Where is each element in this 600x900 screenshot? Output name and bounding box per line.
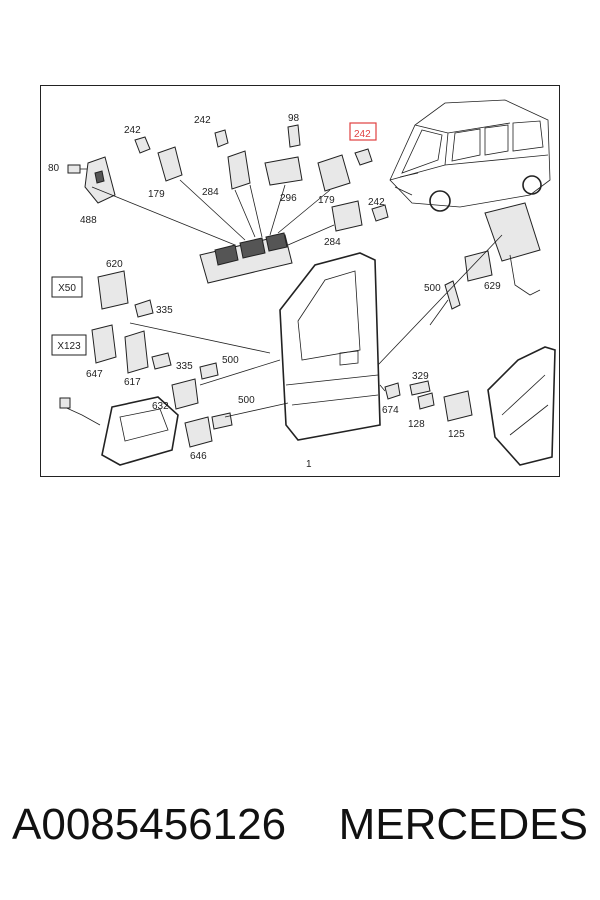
callout-1: 1	[306, 459, 312, 470]
part-242b	[214, 129, 229, 148]
highlight-box	[349, 122, 377, 141]
part-284b	[331, 200, 363, 232]
part-617	[124, 330, 149, 374]
part-242c	[371, 204, 389, 222]
callout-296: 296	[280, 193, 297, 204]
part-632	[171, 378, 199, 410]
product-footer: A0085456126 MERCEDES	[0, 800, 600, 870]
part-242h	[354, 148, 373, 166]
part-125	[443, 390, 473, 422]
parts-diagram: X50 X123 80 488 242 179 242 284 98 296 2…	[40, 85, 560, 477]
box-x50-label: X50	[58, 283, 76, 294]
callout-647: 647	[86, 369, 103, 380]
part-128	[417, 392, 435, 410]
door-outline	[279, 252, 381, 441]
part-646	[184, 416, 213, 448]
part-500b	[211, 412, 233, 430]
part-98	[287, 124, 301, 148]
part-284a	[227, 150, 251, 190]
part-629	[464, 250, 493, 282]
callout-674: 674	[382, 405, 399, 416]
part-329	[409, 380, 431, 396]
callout-329: 329	[412, 371, 429, 382]
van-illustration	[389, 99, 551, 212]
callout-500a: 500	[222, 355, 239, 366]
callout-488: 488	[80, 215, 97, 226]
callout-284a: 284	[202, 187, 219, 198]
part-647	[91, 324, 117, 364]
box-x50: X50	[51, 276, 83, 298]
part-500c	[444, 280, 461, 310]
callout-242b: 242	[194, 115, 211, 126]
part-674	[384, 382, 401, 400]
part-242a	[134, 136, 151, 154]
box-x123: X123	[51, 334, 87, 356]
brand-name: MERCEDES	[338, 800, 588, 849]
callout-335a: 335	[156, 305, 173, 316]
callout-620: 620	[106, 259, 123, 270]
switch-panel	[199, 232, 293, 284]
callout-632: 632	[152, 401, 169, 412]
mirror	[59, 396, 179, 466]
diagram-border	[40, 85, 560, 477]
callout-629: 629	[484, 281, 501, 292]
callout-646: 646	[190, 451, 207, 462]
lock-mechanism	[484, 202, 541, 296]
callout-125: 125	[448, 429, 465, 440]
part-number: A0085456126	[12, 800, 287, 849]
callout-98: 98	[288, 113, 300, 124]
part-620	[97, 270, 129, 310]
callout-80: 80	[48, 163, 60, 174]
part-488	[84, 156, 116, 204]
part-335a	[134, 299, 154, 318]
part-179a	[157, 146, 183, 182]
part-335b	[151, 352, 172, 370]
part-179b	[317, 154, 351, 192]
callout-500c: 500	[424, 283, 441, 294]
callout-500b: 500	[238, 395, 255, 406]
callout-179a: 179	[148, 189, 165, 200]
callout-242h: 242	[354, 129, 371, 140]
callout-617: 617	[124, 377, 141, 388]
callout-284b: 284	[324, 237, 341, 248]
callout-242c: 242	[368, 197, 385, 208]
window-regulator	[487, 346, 556, 466]
callout-242a: 242	[124, 125, 141, 136]
part-500a	[199, 362, 219, 380]
callout-128: 128	[408, 419, 425, 430]
callout-179b: 179	[318, 195, 335, 206]
callout-335b: 335	[176, 361, 193, 372]
part-296	[264, 156, 303, 186]
box-x123-label: X123	[57, 341, 81, 352]
